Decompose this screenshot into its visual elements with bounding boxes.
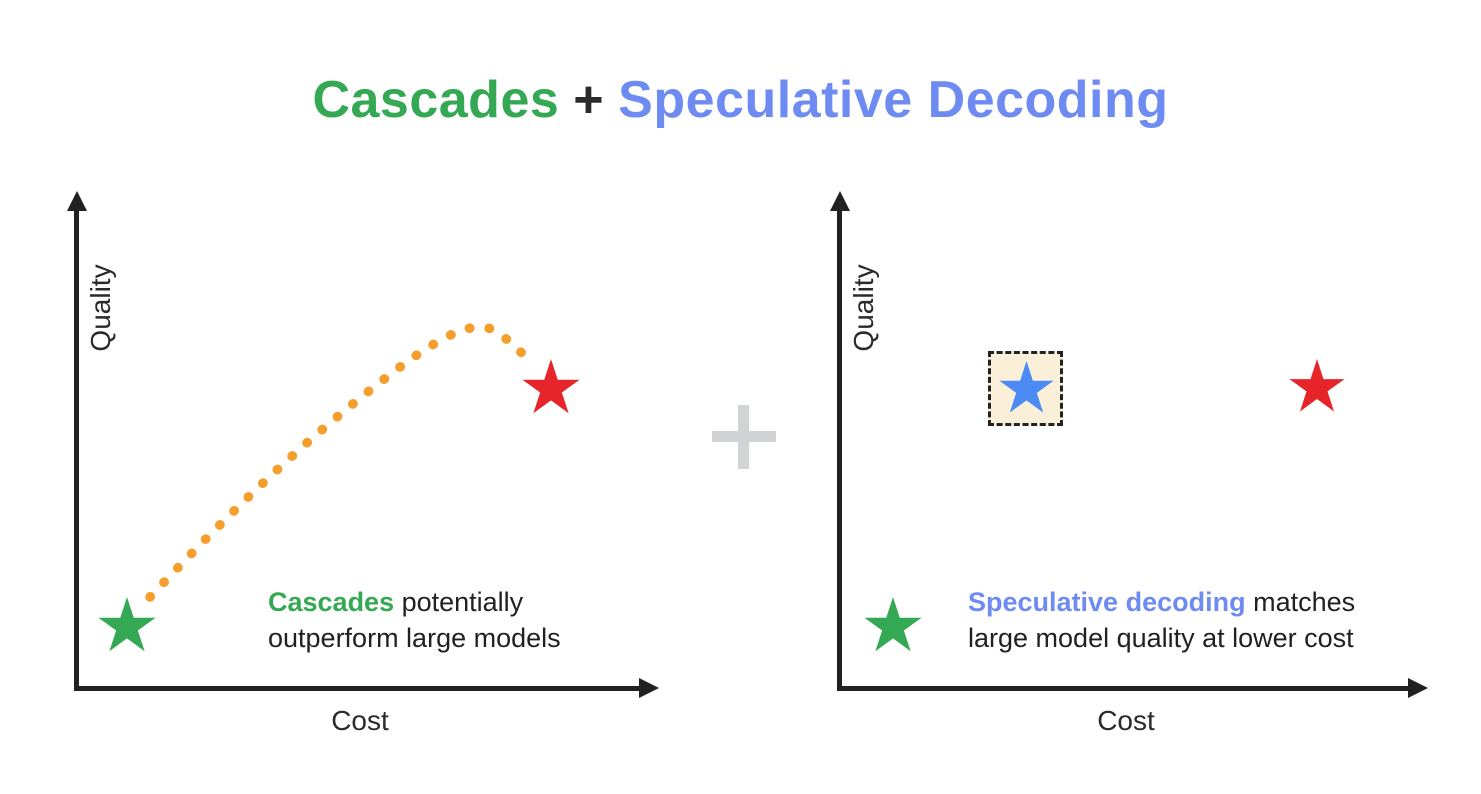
left-x-axis-arrow-icon <box>639 678 659 698</box>
right-caption-line2: large model quality at lower cost <box>968 623 1354 653</box>
right-caption-highlight: Speculative decoding <box>968 587 1246 617</box>
right-x-axis-label: Cost <box>1097 705 1155 736</box>
title-speculative-decoding: Speculative Decoding <box>618 71 1169 129</box>
left-x-axis-label: Cost <box>331 705 389 736</box>
left-x-axis <box>74 686 640 691</box>
right-y-axis <box>837 206 842 691</box>
title-cascades: Cascades <box>312 71 560 129</box>
right-y-axis-label: Quality <box>848 264 879 352</box>
right-caption: Speculative decoding matches large model… <box>968 584 1355 656</box>
left-y-axis <box>74 206 79 691</box>
right-caption-rest: matches <box>1245 587 1356 617</box>
title-plus: + <box>573 71 605 129</box>
right-x-axis <box>837 686 1409 691</box>
right-green-star-small-model <box>864 597 922 652</box>
plus-separator-icon <box>712 405 776 469</box>
plus-vertical-bar <box>738 405 749 469</box>
left-y-axis-arrow-icon <box>67 191 87 211</box>
left-red-star-large-model <box>522 359 580 414</box>
right-y-axis-arrow-icon <box>830 191 850 211</box>
left-caption-rest: potentially <box>394 587 524 617</box>
left-y-axis-label: Quality <box>85 264 116 352</box>
right-blue-star-speculative-decoding <box>999 361 1054 413</box>
page-title: Cascades+Speculative Decoding <box>0 70 1481 130</box>
right-red-star-large-model <box>1289 359 1345 412</box>
right-x-axis-arrow-icon <box>1408 678 1428 698</box>
left-caption-highlight: Cascades <box>268 587 395 617</box>
left-caption-line2: outperform large models <box>268 623 561 653</box>
left-caption: Cascades potentially outperform large mo… <box>268 584 561 656</box>
left-green-star-small-model <box>98 597 156 652</box>
